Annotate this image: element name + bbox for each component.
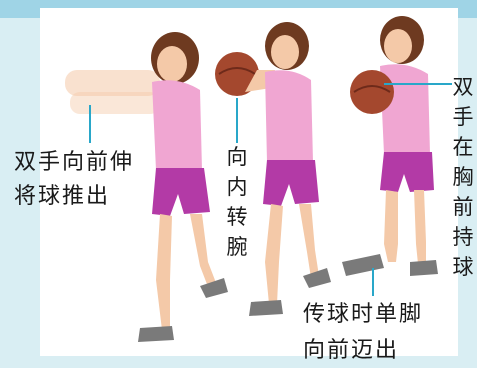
label-step-forward-line1: 传球时单脚 (303, 302, 424, 327)
figure-hold-chest (340, 14, 440, 284)
label-push-out-line2: 将球推出 (14, 184, 111, 209)
figure-push-out (60, 30, 230, 350)
leader-push-out (89, 105, 91, 143)
label-hold-chest: 双手在胸前持球 (452, 75, 474, 279)
leader-turn-wrist (236, 98, 238, 143)
label-step-forward-line2: 向前迈出 (303, 338, 400, 363)
label-turn-wrist: 向内转腕 (226, 145, 248, 259)
figure-turn-wrist (215, 22, 335, 322)
leader-hold-chest (384, 83, 452, 85)
label-push-out-line1: 双手向前伸 (14, 150, 135, 175)
leader-step-forward (372, 268, 374, 296)
